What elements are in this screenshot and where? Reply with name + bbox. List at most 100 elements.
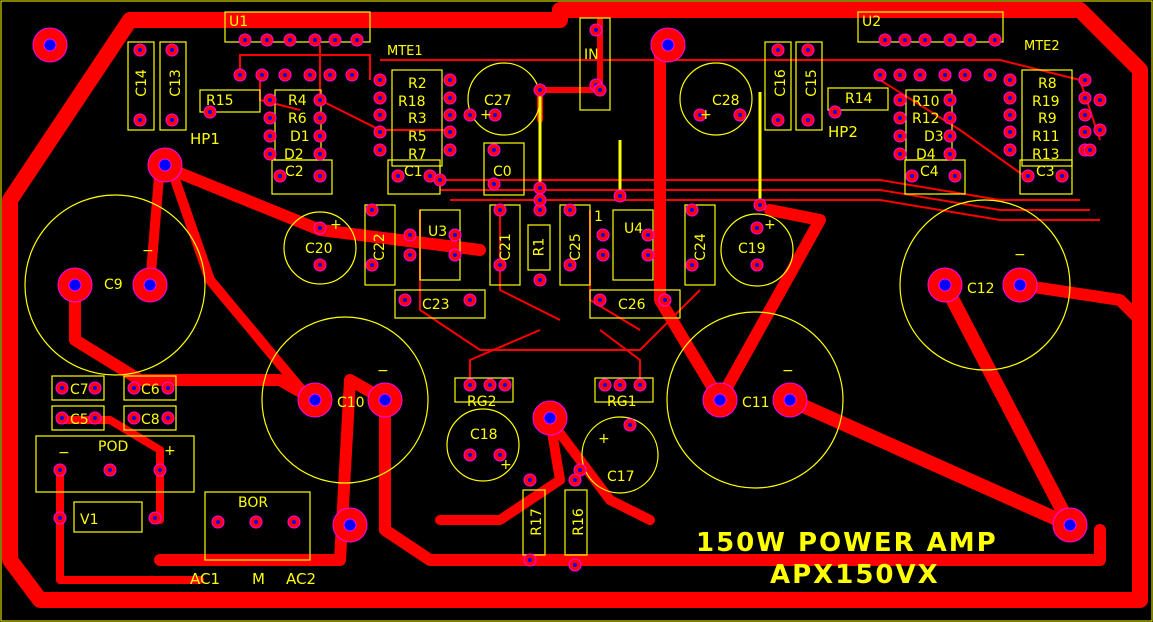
drill-hole	[538, 198, 542, 202]
label-r17: R17	[528, 508, 545, 536]
drill-hole	[166, 416, 170, 420]
c10-outline	[261, 316, 429, 484]
drill-hole	[806, 48, 810, 52]
label-c18: C18	[470, 427, 498, 443]
drill-hole	[963, 73, 967, 77]
label-c26: C26	[618, 297, 646, 313]
label-bor: BOR	[238, 495, 269, 511]
c12-outline	[899, 199, 1071, 371]
drill-hole	[618, 383, 622, 387]
drill-hole	[60, 386, 64, 390]
label-mte1: MTE1	[387, 44, 423, 59]
drill-hole	[468, 383, 472, 387]
drill-hole	[878, 73, 882, 77]
drill-hole	[948, 134, 952, 138]
drill-hole	[143, 278, 157, 292]
drill-hole	[396, 174, 400, 178]
drill-hole	[260, 73, 264, 77]
label-c28: C28	[712, 93, 740, 109]
drill-hole	[628, 423, 632, 427]
drill-hole	[638, 383, 642, 387]
label-c17: C17	[607, 469, 635, 485]
label-d2: D2	[284, 147, 304, 163]
electrolytic-capacitors	[24, 62, 1071, 494]
label-c22: C22	[371, 233, 388, 261]
drill-hole	[1098, 98, 1102, 102]
label-c11-minus: −	[782, 363, 794, 379]
drill-hole	[948, 38, 952, 42]
drill-hole	[238, 73, 242, 77]
c28-outline	[679, 62, 753, 136]
label-rg1: RG1	[607, 394, 637, 410]
drill-hole	[646, 233, 650, 237]
label-rg2: RG2	[467, 394, 497, 410]
label-r16: R16	[570, 508, 587, 536]
drill-hole	[993, 38, 997, 42]
drill-hole	[318, 174, 322, 178]
drill-hole	[806, 118, 810, 122]
drill-hole	[663, 298, 667, 302]
label-hp1: HP1	[190, 130, 220, 148]
drill-hole	[208, 110, 212, 114]
drill-hole	[1083, 130, 1087, 134]
drill-hole	[1083, 78, 1087, 82]
label-r1: R1	[531, 237, 548, 257]
drill-hole	[543, 411, 557, 425]
label-c0: C0	[493, 164, 512, 180]
drill-hole	[318, 134, 322, 138]
drill-hole	[968, 38, 972, 42]
drill-hole	[278, 174, 282, 178]
drill-hole	[170, 118, 174, 122]
label-c13: C13	[167, 69, 184, 97]
drill-hole	[988, 73, 992, 77]
drill-hole	[333, 38, 337, 42]
drill-hole	[158, 158, 172, 172]
drill-hole	[646, 253, 650, 257]
label-c7: C7	[70, 382, 89, 398]
drill-hole	[498, 453, 502, 457]
drill-hole	[308, 393, 322, 407]
label-r11: R11	[1032, 129, 1060, 145]
drill-hole	[910, 174, 914, 178]
label-pod-plus: +	[164, 443, 176, 459]
drill-hole	[573, 478, 577, 482]
label-c5: C5	[70, 412, 89, 428]
drill-hole	[538, 278, 542, 282]
drill-hole	[288, 38, 292, 42]
drill-hole	[93, 386, 97, 390]
drill-hole	[283, 73, 287, 77]
label-r14: R14	[845, 91, 873, 107]
drill-hole	[268, 152, 272, 156]
drill-hole	[568, 263, 572, 267]
drill-hole	[738, 113, 742, 117]
drill-hole	[603, 383, 607, 387]
drill-hole	[108, 468, 112, 472]
drill-hole	[898, 152, 902, 156]
drill-hole	[438, 178, 442, 182]
drill-hole	[378, 113, 382, 117]
drill-hole	[1008, 96, 1012, 100]
drill-hole	[318, 226, 322, 230]
jumpers	[538, 92, 762, 205]
pads	[32, 23, 1107, 572]
label-c18-plus: +	[500, 457, 512, 473]
drill-hole	[453, 233, 457, 237]
label-c27-plus: +	[480, 107, 492, 123]
drill-hole	[355, 38, 359, 42]
drill-hole	[493, 113, 497, 117]
label-ac2: AC2	[286, 570, 317, 588]
drill-hole	[343, 518, 357, 532]
drill-hole	[690, 263, 694, 267]
label-c19-plus: +	[764, 217, 776, 233]
c11-outline	[666, 311, 844, 489]
drill-hole	[408, 233, 412, 237]
drill-hole	[93, 416, 97, 420]
label-c10: C10	[337, 395, 365, 411]
drill-hole	[318, 263, 322, 267]
label-d4: D4	[916, 147, 936, 163]
drill-hole	[776, 118, 780, 122]
label-pod: POD	[98, 439, 129, 455]
drill-hole	[308, 73, 312, 77]
drill-hole	[216, 520, 220, 524]
